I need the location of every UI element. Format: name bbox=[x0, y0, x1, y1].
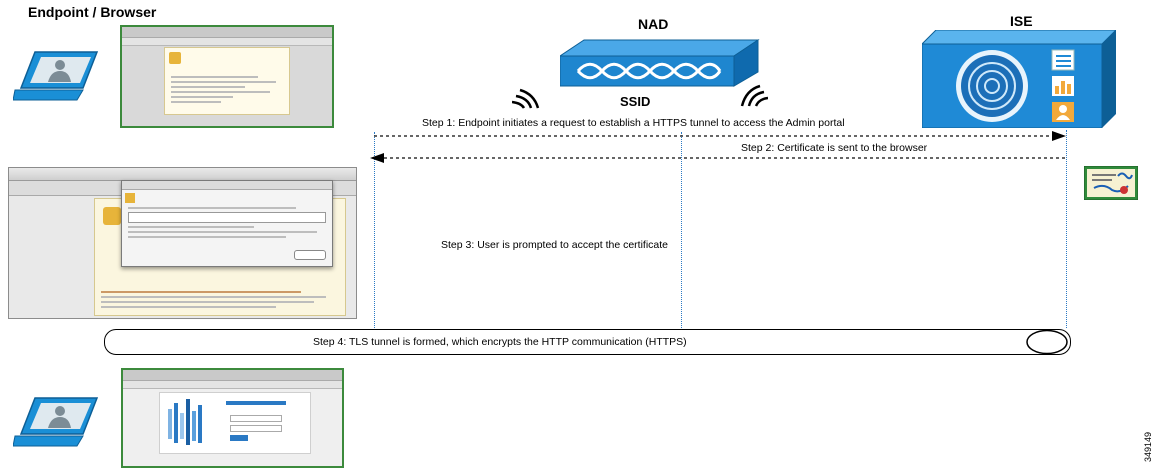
wireless-signal-icon bbox=[740, 84, 768, 107]
laptop-icon bbox=[13, 397, 99, 447]
step1-label: Step 1: Endpoint initiates a request to … bbox=[422, 117, 845, 129]
nad-device-icon bbox=[560, 39, 760, 87]
laptop-icon bbox=[13, 51, 99, 101]
certificate-icon bbox=[1084, 166, 1138, 200]
endpoint-guide-line bbox=[374, 132, 375, 328]
browser-screenshot-bottom bbox=[121, 368, 344, 468]
tls-tunnel bbox=[104, 329, 1071, 355]
wireless-signal-icon bbox=[512, 88, 540, 109]
tunnel-end-cap bbox=[1026, 329, 1068, 355]
step2-label: Step 2: Certificate is sent to the brows… bbox=[741, 142, 928, 154]
endpoint-browser-header: Endpoint / Browser bbox=[28, 4, 157, 20]
step3-label: Step 3: User is prompted to accept the c… bbox=[441, 239, 669, 251]
ise-guide-line bbox=[1066, 130, 1067, 328]
browser-screenshot-top bbox=[120, 25, 334, 128]
ssid-label: SSID bbox=[620, 94, 651, 109]
step4-label: Step 4: TLS tunnel is formed, which encr… bbox=[313, 336, 687, 348]
certificate-prompt-screenshot bbox=[8, 167, 357, 319]
ise-header: ISE bbox=[1010, 13, 1033, 29]
nad-guide-line bbox=[681, 132, 682, 328]
ise-server-icon bbox=[922, 30, 1116, 128]
step2-arrow bbox=[370, 153, 1066, 163]
figure-number: 349149 bbox=[1143, 431, 1153, 462]
step1-arrow bbox=[374, 131, 1066, 141]
nad-header: NAD bbox=[638, 16, 669, 32]
